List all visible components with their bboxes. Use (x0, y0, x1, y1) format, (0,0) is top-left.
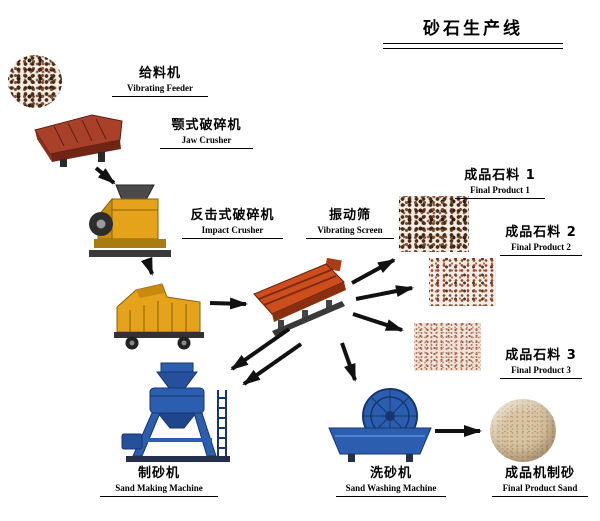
label-vibrating-feeder: 给料机 Vibrating Feeder (112, 66, 208, 97)
final-product-sand-en: Final Product Sand (502, 483, 578, 493)
sand-washing-machine-zh: 洗砂机 (369, 466, 412, 481)
arrow-jaw-to-impact (140, 256, 154, 276)
label-impact-crusher: 反击式破碎机 Impact Crusher (182, 208, 283, 239)
final-product-1-en: Final Product 1 (470, 185, 530, 195)
label-sand-washing-machine: 洗砂机 Sand Washing Machine (336, 466, 446, 497)
final-product-1-image (399, 196, 469, 252)
arrow-screen-to-product1 (351, 258, 396, 285)
final-product-2-en: Final Product 2 (511, 242, 571, 252)
final-product-1-zh: 成品石料 1 (464, 168, 536, 183)
label-jaw-crusher: 颚式破碎机 Jaw Crusher (160, 118, 253, 149)
arrow-screen-to-sandmaker-2 (242, 342, 303, 386)
sand-making-machine-en: Sand Making Machine (115, 483, 203, 493)
diagram-title-block: 砂石生产线 (383, 14, 563, 49)
arrow-screen-to-washer (340, 342, 357, 382)
vibrating-screen-en: Vibrating Screen (317, 225, 383, 235)
arrow-feeder-to-jaw (94, 166, 116, 185)
jaw-crusher-en: Jaw Crusher (181, 135, 232, 145)
sand-washing-machine-en: Sand Washing Machine (345, 483, 437, 493)
label-final-product-3: 成品石料 3 Final Product 3 (500, 348, 582, 379)
arrow-screen-to-product3 (352, 312, 404, 332)
vibrating-feeder-en: Vibrating Feeder (127, 83, 193, 93)
label-final-product-sand: 成品机制砂 Final Product Sand (492, 466, 588, 497)
vibrating-feeder-image (34, 114, 123, 167)
vibrating-feeder-zh: 给料机 (138, 66, 181, 81)
final-product-2-image (429, 258, 496, 306)
label-final-product-2: 成品石料 2 Final Product 2 (500, 225, 582, 256)
title-underline-2 (383, 48, 563, 49)
sand-making-machine-zh: 制砂机 (137, 466, 180, 481)
final-product-2-zh: 成品石料 2 (505, 225, 577, 240)
final-sand-image (490, 399, 556, 462)
sand-washing-machine-image (328, 388, 432, 462)
vibrating-screen-image (253, 258, 346, 336)
title-underline (383, 43, 563, 44)
page-title: 砂石生产线 (423, 19, 523, 39)
arrow-screen-to-product2 (355, 285, 414, 301)
label-final-product-1: 成品石料 1 Final Product 1 (455, 168, 545, 199)
sand-making-machine-image (121, 362, 230, 462)
impact-crusher-en: Impact Crusher (201, 225, 264, 235)
impact-crusher-image (114, 283, 204, 350)
raw-material-image (8, 55, 62, 108)
final-product-3-en: Final Product 3 (511, 365, 571, 375)
jaw-crusher-image (89, 184, 171, 257)
impact-crusher-zh: 反击式破碎机 (190, 208, 275, 223)
final-product-3-image (414, 323, 481, 371)
final-product-3-zh: 成品石料 3 (505, 348, 577, 363)
vibrating-screen-zh: 振动筛 (328, 208, 371, 223)
label-sand-making-machine: 制砂机 Sand Making Machine (100, 466, 218, 497)
jaw-crusher-zh: 颚式破碎机 (171, 118, 242, 133)
final-product-sand-zh: 成品机制砂 (504, 466, 575, 481)
arrow-impact-to-screen (209, 297, 248, 310)
label-vibrating-screen: 振动筛 Vibrating Screen (306, 208, 394, 239)
